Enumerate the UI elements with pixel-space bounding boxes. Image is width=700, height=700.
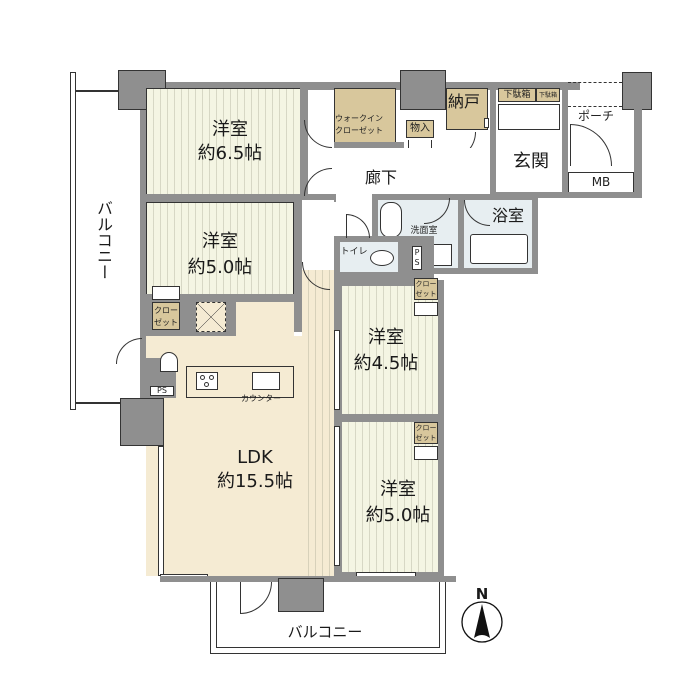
storeroom <box>446 88 488 130</box>
west-wall-upper <box>140 82 148 412</box>
sliding-door-4-5[interactable] <box>334 330 340 410</box>
closet-4-5 <box>414 278 438 300</box>
storage-small <box>406 120 434 138</box>
entrance-wall-east <box>562 88 568 192</box>
compass-icon <box>460 600 504 644</box>
walk-in-closet-label-1: ウォークイン <box>335 114 383 123</box>
stove-burner-2 <box>209 375 214 380</box>
west-balcony-top-rail <box>76 90 120 92</box>
shoe-box-small-label: 下駄箱 <box>538 92 557 99</box>
east-wall-porch <box>634 108 642 196</box>
bathtub <box>470 234 528 264</box>
wall-6-5-south <box>146 194 336 202</box>
shoe-box-small <box>536 88 560 102</box>
stove-burner-1 <box>200 375 205 380</box>
door-6-5-upper[interactable] <box>304 120 332 148</box>
western-room-6-5-name: 洋室 <box>212 119 248 140</box>
western-room-6-5 <box>146 88 302 196</box>
sliding-door-5-0[interactable] <box>334 426 340 566</box>
pipe-space-s: S <box>414 258 420 267</box>
western-room-6-5-size: 約6.5帖 <box>197 143 263 164</box>
closet-upper-left-2-label-1: クロー <box>154 306 178 315</box>
ldk-corridor-part <box>302 270 334 576</box>
sink <box>252 372 280 390</box>
western-room-5-0-lower-name: 洋室 <box>380 479 416 500</box>
entrance-wall-west <box>490 88 496 192</box>
corridor <box>334 148 494 192</box>
pillar-n-center <box>400 70 446 110</box>
south-balcony-inner <box>216 582 440 648</box>
closet-upper-left-2-label-2: ゼット <box>154 318 178 327</box>
closet-5-0-lower <box>414 422 438 444</box>
western-room-5-0-upper-size: 約5.0帖 <box>187 257 253 278</box>
pipe-space-p: P <box>414 248 420 257</box>
ldk-name: LDK <box>237 447 273 468</box>
shoe-box-large <box>498 88 536 102</box>
stove <box>196 372 218 390</box>
western-room-5-0-upper-name: 洋室 <box>202 231 238 252</box>
western-room-5-0-upper <box>146 202 294 296</box>
pillar-west <box>120 398 164 446</box>
ldk-balcony-door-west[interactable] <box>116 338 142 364</box>
porch-label: ポーチ <box>577 109 614 123</box>
porch-south-wall <box>490 192 642 198</box>
corridor-label: 廊下 <box>364 168 397 187</box>
ldk-size: 約15.5帖 <box>216 471 294 492</box>
stove-burner-3 <box>204 382 209 387</box>
porch-dash-mid <box>568 106 622 107</box>
porch-dash-top <box>568 82 622 83</box>
fridge-door[interactable] <box>160 352 178 372</box>
wall-5-0-east <box>294 200 302 332</box>
shaft-x <box>196 302 226 332</box>
western-room-4-5-size: 約4.5帖 <box>353 353 419 374</box>
western-room-5-0-lower-size: 約5.0帖 <box>365 505 431 526</box>
closet-4-5-label-2: ゼット <box>415 290 437 298</box>
pipe-space-kitchen-label: PS <box>157 386 167 395</box>
entrance-label: 玄関 <box>513 151 549 172</box>
south-balcony-outline <box>210 582 446 654</box>
compass-north-label: N <box>475 585 489 603</box>
storage-small-label: 物入 <box>410 123 430 134</box>
door-6-5-lower[interactable] <box>304 168 332 196</box>
storeroom-label: 納戸 <box>447 92 480 111</box>
toilet-door[interactable] <box>346 214 370 238</box>
closet-5-0-lower-label-1: クロー <box>415 424 437 432</box>
bathroom-label: 浴室 <box>491 206 524 225</box>
washbasin <box>380 202 402 238</box>
washroom-label: 洗面室 <box>410 226 438 236</box>
south-balcony-label: バルコニー <box>287 623 363 641</box>
ldk-window-west <box>158 446 164 576</box>
western-room-4-5-name: 洋室 <box>368 327 404 348</box>
closet-5-0-lower-door[interactable] <box>414 446 438 460</box>
walk-in-closet <box>334 88 396 144</box>
west-balcony-rail <box>70 72 76 410</box>
toilet-bowl <box>370 250 394 266</box>
shoe-box-large-label: 下駄箱 <box>503 90 531 100</box>
pillar-south <box>278 578 324 612</box>
closet-5-0-lower-label-2: ゼット <box>415 434 437 442</box>
west-balcony-label: バルコニー <box>94 200 113 280</box>
pipe-space-kitchen <box>150 386 174 396</box>
closet-4-5-door[interactable] <box>414 302 438 316</box>
closet-4-5-label-1: クロー <box>415 280 437 288</box>
ldk-upper-extension <box>236 302 294 338</box>
walk-in-closet-label-2: クローゼット <box>335 126 383 135</box>
pillar-ne <box>622 72 652 110</box>
wall-5-0-south <box>146 294 300 302</box>
storeroom-vent <box>484 118 489 128</box>
entrance-door[interactable] <box>570 124 612 166</box>
wall-6-5-east <box>300 88 308 198</box>
closet-upper-left-door[interactable] <box>152 286 180 300</box>
pipe-space-toilet <box>412 246 422 270</box>
shoe-box-doors[interactable] <box>498 104 560 130</box>
north-wall <box>140 82 580 90</box>
hall <box>300 200 334 270</box>
meter-box-label: MB <box>591 175 611 189</box>
wall-wic-south <box>334 142 404 148</box>
counter-label: カウンター <box>241 394 281 403</box>
toilet-label: トイレ <box>340 247 368 257</box>
west-balcony-bottom-rail <box>76 402 122 404</box>
closet-upper-left-2 <box>152 302 180 330</box>
